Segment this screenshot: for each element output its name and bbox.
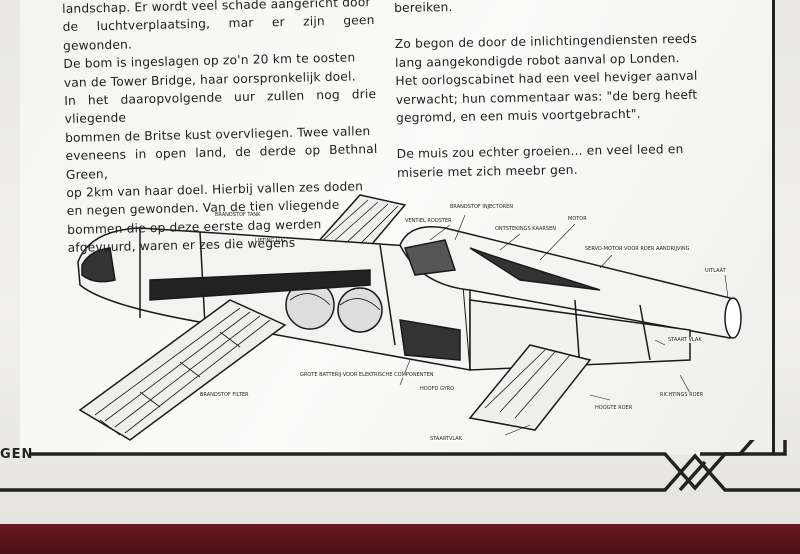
label-battery: GROTE BATTERIJ VOOR ELEKTRISCHE COMPONEN…	[300, 372, 434, 378]
label-spark-plugs: ONTSTEKINGS KAARSEN	[495, 226, 556, 232]
label-main-gyro: HOOFD GYRO	[420, 386, 455, 392]
paragraph: Zo begon de door de inlichtingendiensten…	[394, 32, 698, 126]
label-fuel-filter: BRANDSTOF FILTER	[200, 392, 249, 398]
label-fuel-tank: BRANDSTOF TANK	[215, 212, 261, 218]
label-valve-grid: VENTIEL ROOSTER	[405, 218, 452, 224]
label-tail-plane: STAART VLAK	[668, 337, 702, 343]
label-rudder: RICHTINGS ROER	[660, 392, 704, 398]
frame-edge	[0, 524, 800, 554]
label-elevator: HOOGTE ROER	[595, 405, 633, 411]
label-exhaust: UITLAAT	[705, 268, 726, 274]
footer-fragment: GEN	[0, 447, 34, 462]
paragraph: De muis zou echter groeien... en veel le…	[396, 142, 684, 180]
right-text-column: bereiken. Zo begon de door de inlichting…	[394, 0, 747, 200]
left-text-column: landschap. Er wordt veel schade aangeric…	[62, 0, 380, 258]
label-servo: SERVO-MOTOR VOOR ROER AANDRIJVING	[585, 246, 690, 252]
label-motor: MOTOR	[568, 216, 587, 222]
label-stabilizer: STAARTVLAK	[430, 436, 463, 442]
paragraph: bereiken.	[394, 0, 453, 15]
label-fuel-injectors: BRANDSTOF INJECTOREN	[450, 204, 514, 210]
